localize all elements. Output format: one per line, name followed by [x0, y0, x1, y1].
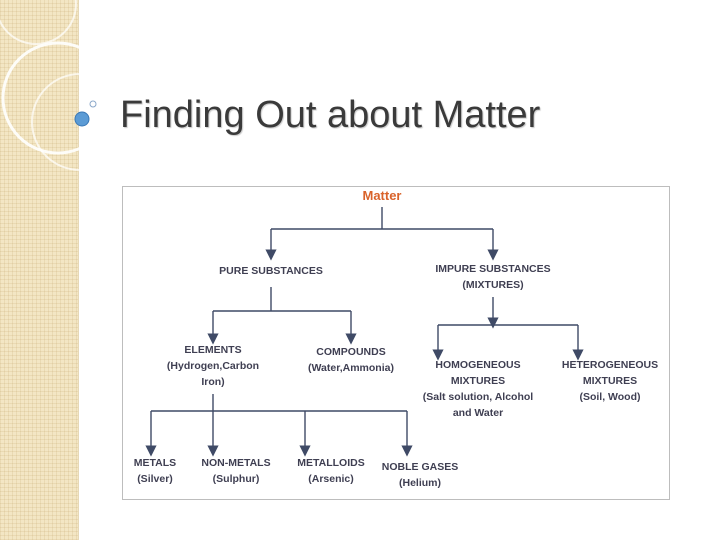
matter-classification-diagram: Matter PURE SUBSTANCES IMPURE SUBSTANCES… [122, 186, 670, 500]
node-elements: ELEMENTS (Hydrogen,Carbon Iron) [166, 344, 260, 388]
slide-title: Finding Out about Matter [120, 94, 541, 136]
node-noble-gases: NOBLE GASES (Helium) [381, 461, 459, 489]
node-metals: METALS (Silver) [133, 457, 177, 485]
diagram-connectors [145, 207, 584, 457]
node-homogeneous-mixtures: HOMOGENEOUS MIXTURES (Salt solution, Alc… [422, 359, 534, 419]
node-heterogeneous-mixtures: HETEROGENEOUS MIXTURES (Soil, Wood) [561, 359, 659, 403]
node-metalloids: METALLOIDS (Arsenic) [297, 457, 365, 485]
node-pure-substances: PURE SUBSTANCES [219, 265, 323, 277]
node-non-metals: NON-METALS (Sulphur) [201, 457, 271, 485]
node-compounds: COMPOUNDS (Water,Ammonia) [308, 346, 394, 374]
node-matter: Matter [362, 188, 402, 203]
node-impure-substances: IMPURE SUBSTANCES (MIXTURES) [435, 263, 551, 291]
sidebar-pattern [0, 0, 79, 540]
